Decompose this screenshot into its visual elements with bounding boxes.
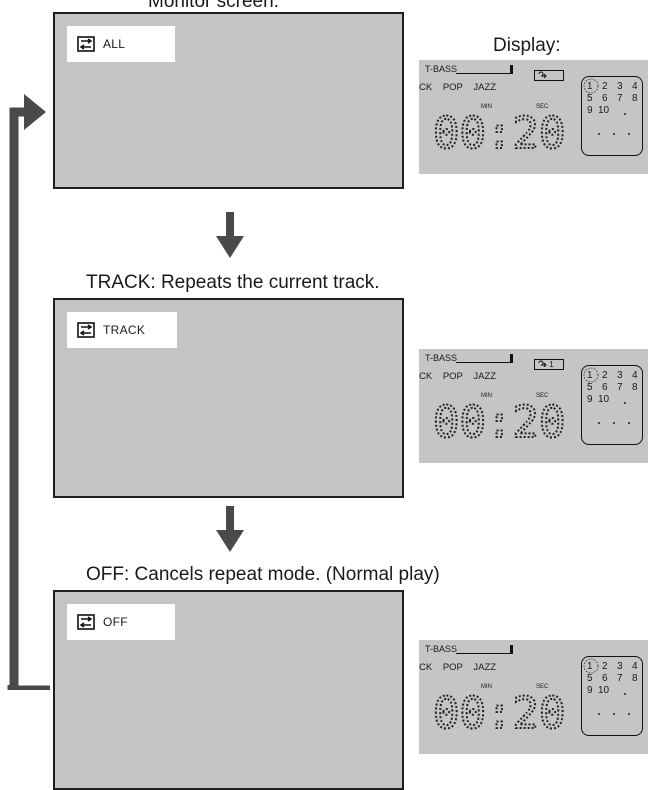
eq-modes: CK POP JAZZ — [419, 662, 497, 673]
monitor-screen-all: ALL — [53, 12, 404, 189]
track-description: TRACK: Repeats the current track. — [86, 272, 380, 293]
repeat-icon — [538, 71, 547, 79]
sec-label: SEC — [536, 104, 549, 110]
repeat-icon — [77, 322, 95, 338]
eq-modes: CK POP JAZZ — [419, 371, 497, 382]
repeat-icon — [538, 360, 547, 368]
grid-dot — [624, 693, 626, 695]
osd-repeat-off: OFF — [67, 604, 175, 640]
sun-icon — [583, 367, 599, 383]
track-num: 2 — [602, 370, 608, 381]
track-num: 3 — [617, 370, 623, 381]
track-num: 1 — [587, 81, 593, 92]
track-num: 2 — [602, 661, 608, 672]
display-label: Display: — [493, 35, 561, 56]
repeat-indicator-text: 1 — [549, 360, 554, 369]
osd-mode-text: ALL — [103, 37, 126, 51]
arrow-down-icon — [216, 212, 244, 258]
sun-icon — [583, 78, 599, 94]
grid-dot — [624, 113, 626, 115]
track-num: 3 — [617, 81, 623, 92]
arrow-down-icon — [216, 506, 244, 552]
track-num: 5 — [587, 93, 593, 104]
track-num: 4 — [632, 661, 638, 672]
off-description: OFF: Cancels repeat mode. (Normal play) — [86, 564, 440, 585]
track-grid: 1 2 3 4 5 6 7 8 9 10 — [581, 656, 643, 736]
osd-mode-text: TRACK — [103, 323, 146, 337]
track-num: 10 — [598, 394, 610, 405]
osd-repeat-track: TRACK — [67, 312, 177, 348]
tbass-bar-cap — [510, 65, 513, 74]
track-num: 6 — [602, 93, 608, 104]
track-num: 8 — [632, 673, 638, 684]
track-num: 7 — [617, 673, 623, 684]
track-num: 3 — [617, 661, 623, 672]
min-label: MIN — [481, 684, 492, 690]
repeat-indicator — [534, 70, 564, 81]
time-text: 00:20 — [433, 110, 565, 154]
tbass-label: T-BASS — [425, 644, 458, 654]
repeat-indicator: 1 — [534, 359, 564, 370]
track-num: 6 — [602, 673, 608, 684]
tbass-bar — [456, 653, 512, 654]
repeat-icon — [77, 36, 95, 52]
track-num: 1 — [587, 370, 593, 381]
sec-label: SEC — [536, 684, 549, 690]
tbass-bar — [456, 73, 512, 74]
track-num: 9 — [587, 394, 593, 405]
track-num: 4 — [632, 81, 638, 92]
monitor-screen-label: Monitor screen: — [148, 0, 279, 12]
grid-dot — [598, 422, 600, 424]
track-num: 9 — [587, 105, 593, 116]
repeat-icon — [77, 614, 95, 630]
track-num: 8 — [632, 382, 638, 393]
track-num: 10 — [598, 105, 610, 116]
min-label: MIN — [481, 104, 492, 110]
track-num: 10 — [598, 685, 610, 696]
eq-modes: CK POP JAZZ — [419, 82, 497, 93]
lcd-display-all: T-BASS CK POP JAZZ MIN SEC 00:20 1 2 3 4… — [419, 60, 648, 174]
grid-dot — [613, 133, 615, 135]
track-num: 5 — [587, 673, 593, 684]
track-num: 8 — [632, 93, 638, 104]
track-grid: 1 2 3 4 5 6 7 8 9 10 — [581, 365, 643, 445]
track-num: 7 — [617, 382, 623, 393]
tbass-bar-cap — [510, 354, 513, 363]
lcd-display-off: T-BASS CK POP JAZZ MIN SEC 00:20 1 2 3 4… — [419, 640, 648, 754]
time-text: 00:20 — [433, 399, 565, 443]
track-num: 2 — [602, 81, 608, 92]
time-text: 00:20 — [433, 690, 565, 734]
track-num: 9 — [587, 685, 593, 696]
osd-repeat-all: ALL — [67, 26, 175, 62]
track-num: 6 — [602, 382, 608, 393]
tbass-bar-cap — [510, 645, 513, 654]
monitor-screen-track: TRACK — [53, 298, 404, 498]
grid-dot — [598, 713, 600, 715]
track-num: 7 — [617, 93, 623, 104]
min-label: MIN — [481, 393, 492, 399]
monitor-screen-off: OFF — [53, 590, 404, 790]
track-num: 4 — [632, 370, 638, 381]
grid-dot — [628, 422, 630, 424]
grid-dot — [613, 422, 615, 424]
track-grid: 1 2 3 4 5 6 7 8 9 10 — [581, 76, 643, 156]
tbass-bar — [456, 362, 512, 363]
track-num: 1 — [587, 661, 593, 672]
sec-label: SEC — [536, 393, 549, 399]
tbass-label: T-BASS — [425, 353, 458, 363]
lcd-display-track: T-BASS 1 CK POP JAZZ MIN SEC 00:20 1 2 3… — [419, 349, 648, 463]
track-num: 5 — [587, 382, 593, 393]
tbass-label: T-BASS — [425, 64, 458, 74]
time-readout: 00:20 — [433, 110, 566, 154]
grid-dot — [624, 402, 626, 404]
osd-mode-text: OFF — [103, 615, 128, 629]
time-readout: 00:20 — [433, 690, 566, 734]
grid-dot — [613, 713, 615, 715]
time-readout: 00:20 — [433, 399, 566, 443]
grid-dot — [628, 133, 630, 135]
loop-back-arrow — [7, 94, 50, 690]
grid-dot — [628, 713, 630, 715]
sun-icon — [583, 658, 599, 674]
grid-dot — [598, 133, 600, 135]
